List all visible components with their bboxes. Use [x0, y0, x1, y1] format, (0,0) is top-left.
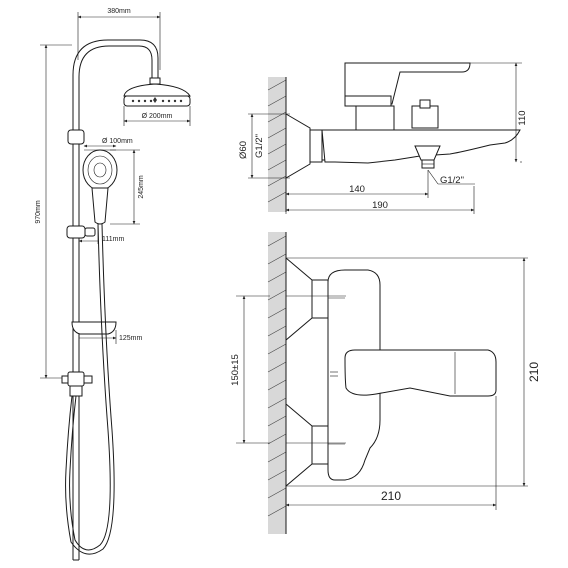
nozzle-dots — [131, 97, 183, 103]
thread-out-label-group: G1/2" — [427, 169, 475, 186]
shower-hose — [65, 223, 115, 555]
soap-dish-width-label: 125mm — [119, 335, 143, 342]
wall-section — [267, 77, 287, 212]
depth-dimensions: 140 190 — [285, 170, 475, 214]
side-thread-out-label: G1/2" — [440, 175, 464, 186]
mixer-side-view: Ø60 G1/2" 110 G1/2" 140 190 — [238, 62, 528, 214]
side-depth-a-label: 140 — [349, 184, 365, 195]
top-width-dimension: 380mm — [77, 8, 161, 70]
side-diameter-label: Ø60 — [238, 141, 249, 159]
width-210-dimension: 210 — [285, 396, 497, 510]
front-body — [285, 256, 497, 488]
center-distance-dimension: 150±15 — [230, 295, 346, 444]
holder-offset-label: 111mm — [102, 236, 124, 243]
shower-set-drawing: 380mm Ø 200mm — [35, 8, 191, 561]
diameter-dimension: Ø60 G1/2" — [238, 113, 290, 179]
handshower-height-label: 245mm — [138, 175, 145, 199]
front-center-distance-label: 150±15 — [230, 354, 241, 386]
hand-shower: Ø 100mm 245mm — [82, 138, 145, 225]
side-body — [285, 62, 521, 179]
total-height-dimension: 970mm — [35, 44, 72, 379]
side-height-label: 110 — [517, 110, 528, 125]
handshower-diameter-label: Ø 100mm — [102, 138, 133, 145]
height-110-dimension: 110 — [470, 62, 528, 163]
soap-dish: 125mm — [71, 321, 143, 344]
upper-slider — [67, 129, 85, 145]
side-thread-in-label: G1/2" — [254, 134, 265, 158]
top-width-label: 380mm — [107, 8, 131, 15]
front-height-label: 210 — [527, 362, 541, 382]
handshower-holder: 111mm — [66, 225, 124, 244]
diverter — [61, 371, 93, 397]
total-height-label: 970mm — [35, 200, 42, 224]
side-depth-b-label: 190 — [372, 200, 388, 211]
wall-section-front — [267, 232, 287, 534]
riser-pipe — [72, 39, 159, 561]
head-diameter-label: Ø 200mm — [142, 113, 173, 120]
mixer-front-view: 150±15 210 210 — [230, 232, 541, 534]
front-width-label: 210 — [381, 489, 401, 503]
overhead-shower-head: Ø 200mm — [123, 77, 191, 126]
height-210-dimension: 210 — [286, 257, 541, 487]
